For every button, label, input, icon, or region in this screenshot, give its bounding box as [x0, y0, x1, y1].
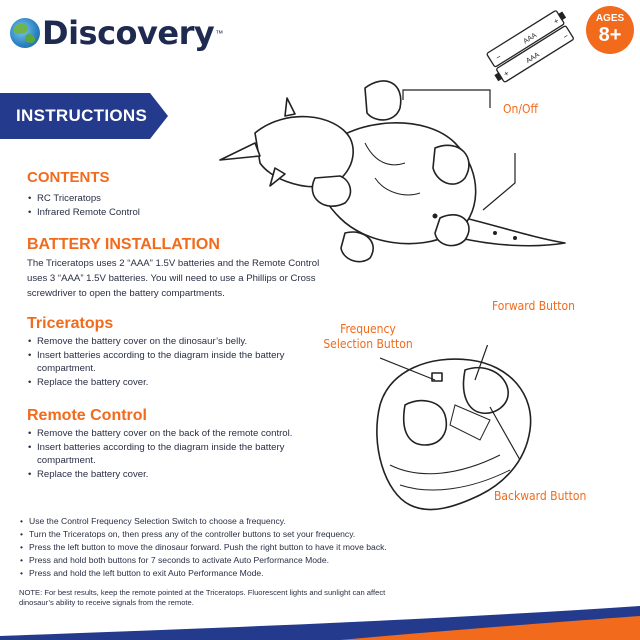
footer-swoosh	[0, 606, 640, 640]
operation-section: Use the Control Frequency Selection Swit…	[19, 515, 479, 580]
horn-shape	[219, 142, 261, 161]
forward-button-label: Forward Button	[492, 299, 575, 313]
contents-title: CONTENTS	[27, 169, 110, 186]
battery-text: The Triceratops uses 2 “AAA” 1.5V batter…	[27, 256, 367, 301]
ages-value: 8+	[598, 24, 622, 46]
svg-text:−: −	[561, 31, 570, 41]
contents-section: CONTENTS RC Triceratops Infrared Remote …	[27, 169, 327, 219]
operation-list: Use the Control Frequency Selection Swit…	[19, 515, 479, 580]
ages-label: AGES	[595, 13, 625, 24]
frequency-label-line: Frequency	[340, 322, 396, 336]
list-item: RC Triceratops	[27, 192, 327, 206]
list-item: Turn the Triceratops on, then press any …	[19, 528, 479, 541]
battery-line: screwdriver to open the battery compartm…	[27, 288, 225, 299]
orange-band	[340, 616, 640, 640]
battery-line: The Triceratops uses 2 “AAA” 1.5V batter…	[27, 258, 320, 269]
head-shape	[254, 115, 354, 188]
svg-text:+: +	[502, 68, 511, 78]
list-item: Press and hold the left button to exit A…	[19, 567, 479, 580]
frequency-switch-shape	[431, 372, 443, 382]
list-item: Remove the battery cover on the dinosaur…	[27, 335, 347, 349]
list-item: Insert batteries according to the diagra…	[27, 441, 357, 468]
triceratops-title: Triceratops	[27, 315, 114, 332]
list-item-line: Insert batteries according to the diagra…	[37, 441, 285, 453]
list-item-line: compartment.	[37, 455, 96, 466]
list-item: Replace the battery cover.	[27, 376, 347, 390]
contents-list: RC Triceratops Infrared Remote Control	[27, 192, 327, 219]
note-line: dinosaur’s ability to receive signals fr…	[19, 598, 194, 607]
note: NOTE: For best results, keep the remote …	[19, 588, 579, 608]
battery-section: BATTERY INSTALLATION The Triceratops use…	[27, 236, 367, 301]
list-item-line: Insert batteries according to the diagra…	[37, 349, 285, 361]
list-item: Replace the battery cover.	[27, 468, 357, 482]
triceratops-section: Triceratops Remove the battery cover on …	[27, 315, 347, 389]
on-off-label: On/Off	[503, 102, 538, 116]
list-item: Infrared Remote Control	[27, 206, 327, 220]
backward-button-label: Backward Button	[494, 489, 587, 503]
discovery-logo: Discovery ™	[10, 10, 223, 56]
list-item: Insert batteries according to the diagra…	[27, 349, 347, 376]
svg-text:−: −	[494, 52, 503, 62]
list-item-line: compartment.	[37, 363, 96, 374]
triceratops-list: Remove the battery cover on the dinosaur…	[27, 335, 347, 389]
list-item: Press and hold both buttons for 7 second…	[19, 554, 479, 567]
banner-title: INSTRUCTIONS	[16, 106, 148, 125]
svg-text:+: +	[552, 16, 561, 26]
list-item: Use the Control Frequency Selection Swit…	[19, 515, 479, 528]
triceratops-diagram	[219, 80, 566, 263]
brand-name: Discovery	[42, 14, 215, 52]
frequency-label-line: Selection Button	[323, 337, 413, 351]
battery-title: BATTERY INSTALLATION	[27, 236, 220, 253]
list-item: Press the left button to move the dinosa…	[19, 541, 479, 554]
frequency-label: Frequency Selection Button	[318, 322, 418, 352]
remote-section: Remote Control Remove the battery cover …	[27, 407, 357, 481]
remote-title: Remote Control	[27, 407, 147, 424]
forward-button-shape	[403, 399, 447, 446]
batteries-diagram: AAA AAA + − + −	[486, 10, 574, 83]
note-line: NOTE: For best results, keep the remote …	[19, 588, 386, 597]
instructions-banner: INSTRUCTIONS	[0, 93, 168, 139]
trademark: ™	[215, 28, 224, 38]
battery-line: uses 3 “AAA” 1.5V batteries. You will ne…	[27, 273, 316, 284]
tail-shape	[459, 217, 566, 247]
ages-badge: AGES 8+	[586, 6, 634, 54]
globe-icon	[10, 18, 40, 48]
remote-list: Remove the battery cover on the back of …	[27, 427, 357, 481]
remote-leaders	[380, 357, 436, 381]
remote-diagram	[376, 345, 532, 511]
list-item: Remove the battery cover on the back of …	[27, 427, 357, 441]
